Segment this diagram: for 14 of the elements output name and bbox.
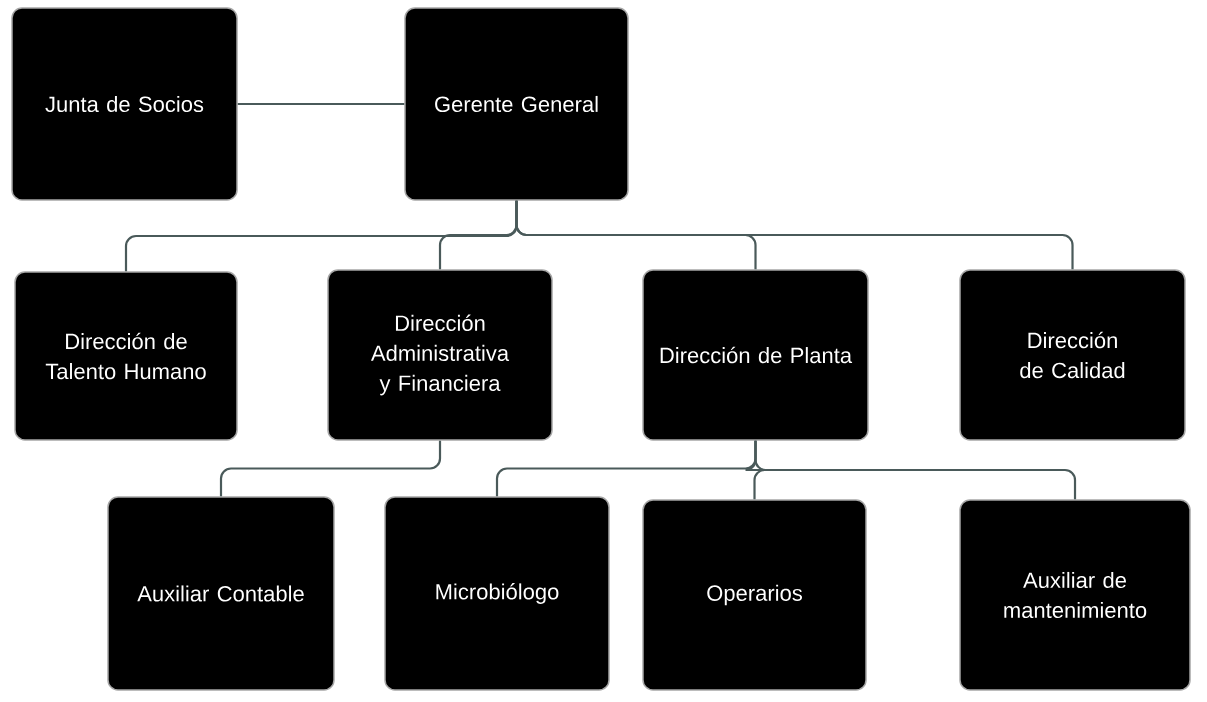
org-box: Auxiliar de mantenimiento — [959, 499, 1191, 691]
org-box: Auxiliar Contable — [107, 496, 335, 691]
org-box: Dirección de Planta — [642, 269, 869, 441]
connector-line — [237, 102, 405, 106]
org-box: Operarios — [642, 499, 867, 691]
connector-line — [219, 440, 442, 497]
org-box: Dirección Administrativa y Financiera — [327, 269, 553, 441]
org-box: Dirección de Talento Humano — [14, 271, 238, 441]
org-box: Microbiólogo — [384, 496, 610, 691]
connector-line — [754, 440, 1077, 500]
org-box: Junta de Socios — [11, 7, 238, 201]
connector-line — [515, 200, 1074, 270]
org-box: Dirección de Calidad — [959, 269, 1186, 441]
org-box: Gerente General — [404, 7, 629, 201]
